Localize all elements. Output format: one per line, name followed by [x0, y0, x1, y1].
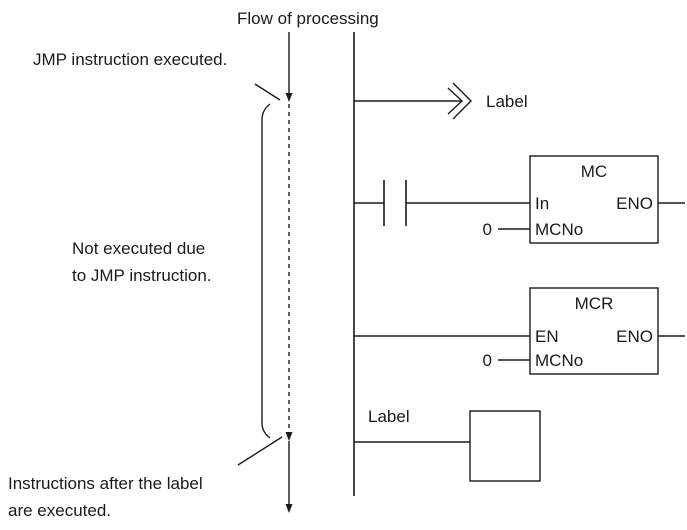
- mc-in-label: In: [535, 194, 549, 213]
- flow-of-processing-label: Flow of processing: [237, 9, 379, 28]
- after-label-line1: Instructions after the label: [8, 474, 203, 493]
- mcr-en-label: EN: [535, 327, 559, 346]
- jmp-executed-leader: [254, 83, 281, 101]
- mc-title: MC: [581, 162, 607, 181]
- rung-mcr: [354, 287, 685, 375]
- after-label-leader: [237, 436, 283, 466]
- flow-arrow-top: [285, 32, 293, 102]
- not-executed-bracket: [261, 103, 271, 439]
- label-bottom: Label: [368, 407, 410, 426]
- mcr-mcno-label: MCNo: [535, 351, 583, 370]
- rung-label-destination: [354, 410, 541, 482]
- jmp-executed-label: JMP instruction executed.: [33, 50, 227, 69]
- mcr-block: [529, 287, 659, 375]
- mcr-eno-label: ENO: [616, 327, 653, 346]
- mcr-mcno-value: 0: [483, 351, 492, 370]
- mc-block: [529, 155, 659, 244]
- not-executed-line2: to JMP instruction.: [72, 266, 212, 285]
- flow-arrow-resume: [285, 432, 293, 513]
- mc-mcno-label: MCNo: [535, 220, 583, 239]
- after-label-line2: are executed.: [8, 501, 111, 520]
- rung-label-jump: [354, 82, 472, 120]
- mcr-title: MCR: [575, 294, 614, 313]
- instruction-box: [469, 410, 541, 482]
- mc-mcno-value: 0: [483, 220, 492, 239]
- rung-mc: [354, 155, 685, 244]
- mc-eno-label: ENO: [616, 194, 653, 213]
- label-top: Label: [486, 92, 528, 111]
- not-executed-line1: Not executed due: [72, 239, 205, 258]
